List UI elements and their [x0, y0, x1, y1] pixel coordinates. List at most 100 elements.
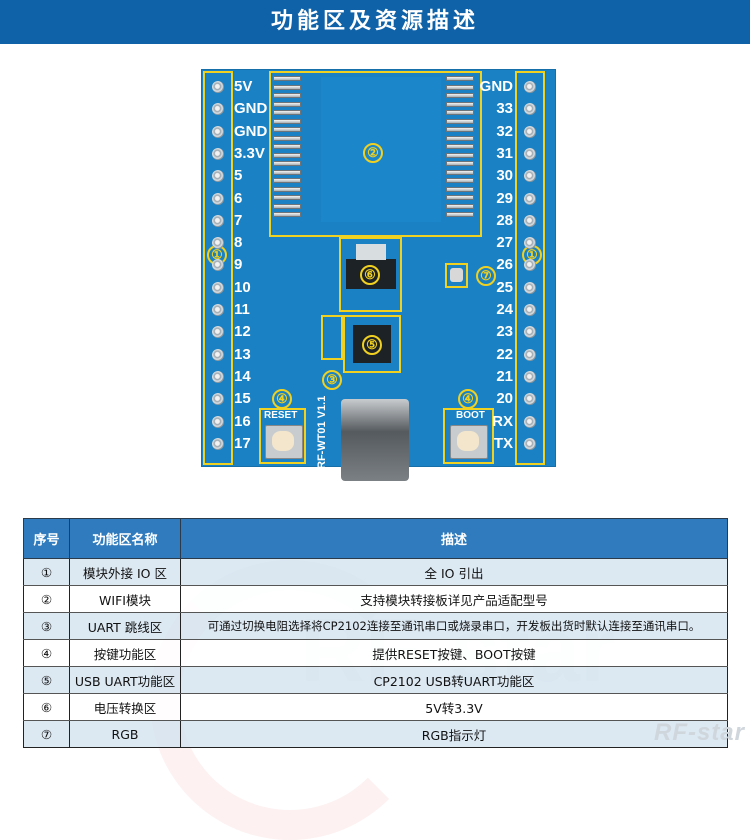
header-pin: [212, 192, 224, 205]
table-row: ① 模块外接 IO 区 全 IO 引出: [23, 558, 728, 586]
castellated-pad: [446, 186, 474, 192]
header-pin: [212, 214, 224, 227]
pin-label: 16: [234, 412, 251, 430]
header-pin: [212, 304, 224, 316]
row-name: 电压转换区: [69, 693, 181, 721]
board-model-silkscreen: RF-WT01 V1.1: [316, 395, 328, 469]
castellated-pad: [273, 212, 301, 217]
pin-label: 26: [496, 256, 513, 274]
castellated-pad: [273, 127, 301, 132]
rf-star-watermark-logo: RF-star: [653, 719, 745, 746]
castellated-pad: [446, 84, 474, 90]
castellated-pad: [273, 118, 301, 124]
castellated-pad: [273, 178, 301, 183]
row-name: RGB: [69, 720, 181, 748]
castellated-pad: [446, 110, 474, 115]
castellated-pad: [273, 195, 301, 200]
reset-label: RESET: [264, 410, 298, 421]
header-pin: [524, 370, 536, 383]
header-pin: [524, 437, 536, 450]
header-pin: [212, 147, 224, 160]
header-pin: [212, 103, 224, 116]
row-index: ⑥: [23, 693, 70, 721]
pin-label: 11: [234, 301, 250, 318]
pin-label: 30: [496, 167, 513, 185]
pin-label: 28: [496, 211, 513, 229]
castellated-pad: [273, 110, 301, 115]
header-pin: [524, 81, 536, 93]
pin-label: 32: [496, 122, 513, 140]
castellated-pad: [446, 76, 474, 81]
castellated-pad: [273, 76, 301, 81]
row-desc: 支持模块转接板详见产品适配型号: [180, 585, 728, 613]
row-name: WIFI模块: [69, 585, 181, 613]
pin-label: 8: [234, 234, 243, 252]
castellated-pad: [446, 144, 474, 149]
castellated-pad: [446, 127, 474, 132]
pin-label: 20: [496, 390, 513, 408]
regulator-highlight: [339, 237, 402, 312]
header-pin: [212, 170, 224, 183]
castellated-pad: [446, 93, 474, 98]
row-index: ②: [23, 585, 70, 613]
header-desc: 描述: [180, 518, 728, 559]
table-row: ⑥ 电压转换区 5V转3.3V: [23, 693, 728, 721]
pin-label: 17: [234, 434, 251, 452]
row-desc: 5V转3.3V: [180, 693, 728, 721]
table-row: ③ UART 跳线区 可通过切换电阻选择将CP2102连接至通讯串口或烧录串口，…: [23, 612, 728, 640]
header-pin: [212, 370, 224, 383]
pin-label: 21: [496, 367, 513, 385]
pin-label: 9: [234, 256, 243, 274]
header-pin: [212, 259, 224, 272]
regulator-tab: [356, 244, 386, 260]
pin-label: GND: [234, 100, 268, 118]
pin-label: 33: [496, 100, 513, 118]
pin-label: 5V: [234, 78, 253, 95]
header-pin: [524, 103, 536, 116]
castellated-pad: [446, 195, 474, 200]
header-pin: [212, 415, 224, 428]
header-pin: [524, 393, 536, 406]
header-pin: [524, 214, 536, 227]
usb-c-connector: [341, 399, 409, 481]
marker-4-boot: ④: [458, 389, 478, 409]
function-area-table: 序号 功能区名称 描述 ① 模块外接 IO 区 全 IO 引出 ② WIFI模块…: [23, 518, 728, 748]
pin-label: 29: [496, 189, 513, 207]
io-header-right-highlight: [515, 71, 545, 465]
pin-label: 5: [234, 167, 243, 185]
pin-label: 25: [496, 278, 513, 296]
header-pin: [524, 237, 536, 250]
castellated-pad: [273, 144, 301, 149]
wifi-module-highlight: [269, 71, 482, 237]
header-pin: [212, 348, 224, 361]
reset-button-highlight: [259, 408, 306, 464]
row-index: ③: [23, 612, 70, 640]
header-name: 功能区名称: [69, 518, 181, 559]
castellated-pad: [273, 186, 301, 192]
castellated-pad: [446, 212, 474, 217]
castellated-pad: [273, 135, 301, 141]
table-row: ⑦ RGB RGB指示灯: [23, 720, 728, 748]
pin-label: 6: [234, 189, 243, 207]
header-pin: [524, 304, 536, 316]
header-pin: [212, 125, 224, 138]
pin-label: 10: [234, 278, 251, 296]
row-index: ④: [23, 639, 70, 667]
pin-label: 27: [496, 234, 513, 252]
row-desc: 全 IO 引出: [180, 558, 728, 586]
header-pin: [212, 437, 224, 450]
row-index: ①: [23, 558, 70, 586]
row-name: USB UART功能区: [69, 666, 181, 694]
marker-3: ③: [322, 370, 342, 390]
pin-label: 24: [496, 301, 513, 318]
pin-label: RX: [492, 412, 513, 430]
castellated-pad: [273, 84, 301, 90]
pin-label: GND: [479, 78, 513, 95]
dev-board-image: RESET BOOT RF-WT01 V1.1 ① ① ② ③ ④ ④ ⑤ ⑥ …: [201, 69, 556, 481]
pin-label: 3.3V: [234, 144, 265, 162]
castellated-pad: [446, 203, 474, 209]
row-desc: 提供RESET按键、BOOT按键: [180, 639, 728, 667]
pin-label: 7: [234, 211, 243, 229]
row-desc: RGB指示灯: [180, 720, 728, 748]
marker-4-reset: ④: [272, 389, 292, 409]
